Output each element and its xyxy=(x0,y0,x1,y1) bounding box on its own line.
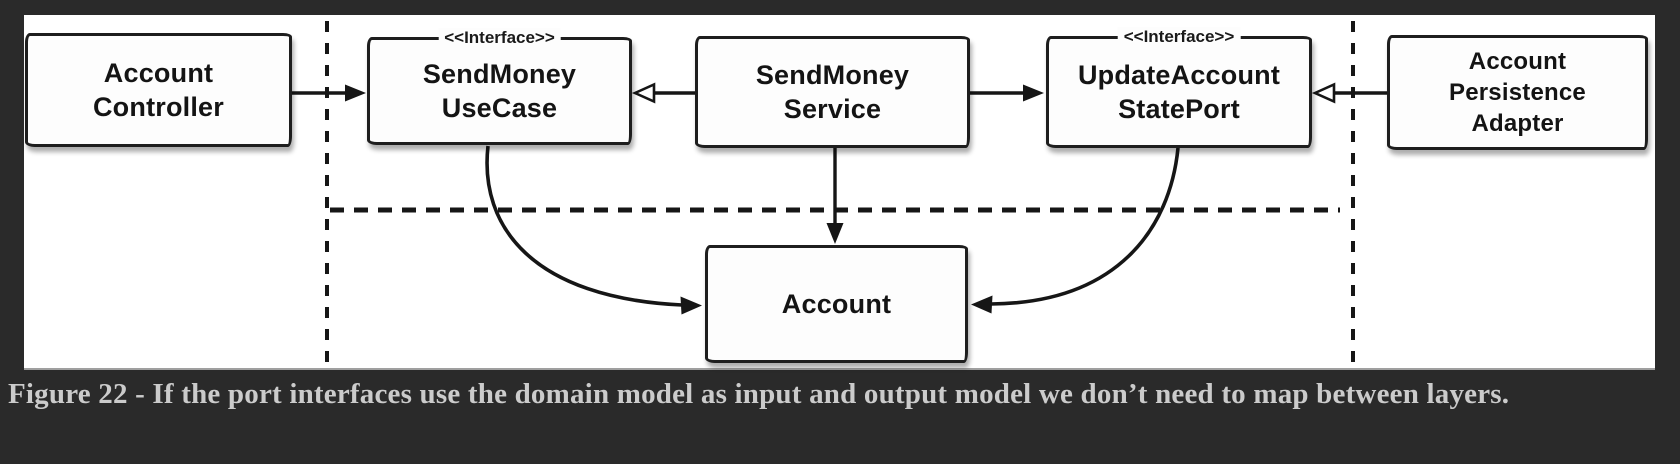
node-label-line: Account xyxy=(781,289,892,319)
node-label-line: Persistence xyxy=(1449,79,1586,106)
arrow-adapter-to-stateport xyxy=(1311,82,1387,104)
arrow-service-to-stateport xyxy=(970,84,1044,102)
node-account: Account xyxy=(705,245,968,363)
node-updateaccount-stateport: <<Interface>> UpdateAccount StatePort xyxy=(1046,27,1312,148)
figure-caption: Figure 22 - If the port interfaces use t… xyxy=(8,378,1510,410)
arrow-controller-to-usecase xyxy=(292,84,366,102)
interface-stereotype-label: <<Interface>> xyxy=(438,28,561,48)
node-label-line: UseCase xyxy=(441,93,558,123)
node-label-line: Adapter xyxy=(1471,110,1564,137)
arrow-stateport-to-account xyxy=(971,147,1180,314)
node-label-line: Service xyxy=(783,94,882,124)
node-label-line: UpdateAccount xyxy=(1077,60,1281,90)
node-label-line: Account xyxy=(103,58,214,88)
arrow-service-to-account xyxy=(826,148,844,244)
diagram-canvas xyxy=(292,21,1387,366)
node-label-line: SendMoney xyxy=(422,59,577,89)
node-sendmoney-usecase: <<Interface>> SendMoney UseCase xyxy=(367,28,632,145)
node-label-line: Controller xyxy=(92,92,224,122)
node-label-line: SendMoney xyxy=(755,60,910,90)
node-label-line: Account xyxy=(1468,48,1567,75)
node-account-controller: Account Controller xyxy=(25,33,292,147)
arrow-usecase-to-account xyxy=(485,145,702,315)
node-account-persistence-adapter: Account Persistence Adapter xyxy=(1387,35,1648,150)
interface-stereotype-label: <<Interface>> xyxy=(1117,27,1241,47)
node-label-line: StatePort xyxy=(1118,94,1240,124)
arrow-service-to-usecase xyxy=(631,82,695,104)
figure-panel: Account Controller <<Interface>> SendMon… xyxy=(24,15,1655,370)
node-sendmoney-service: SendMoney Service xyxy=(695,36,970,148)
